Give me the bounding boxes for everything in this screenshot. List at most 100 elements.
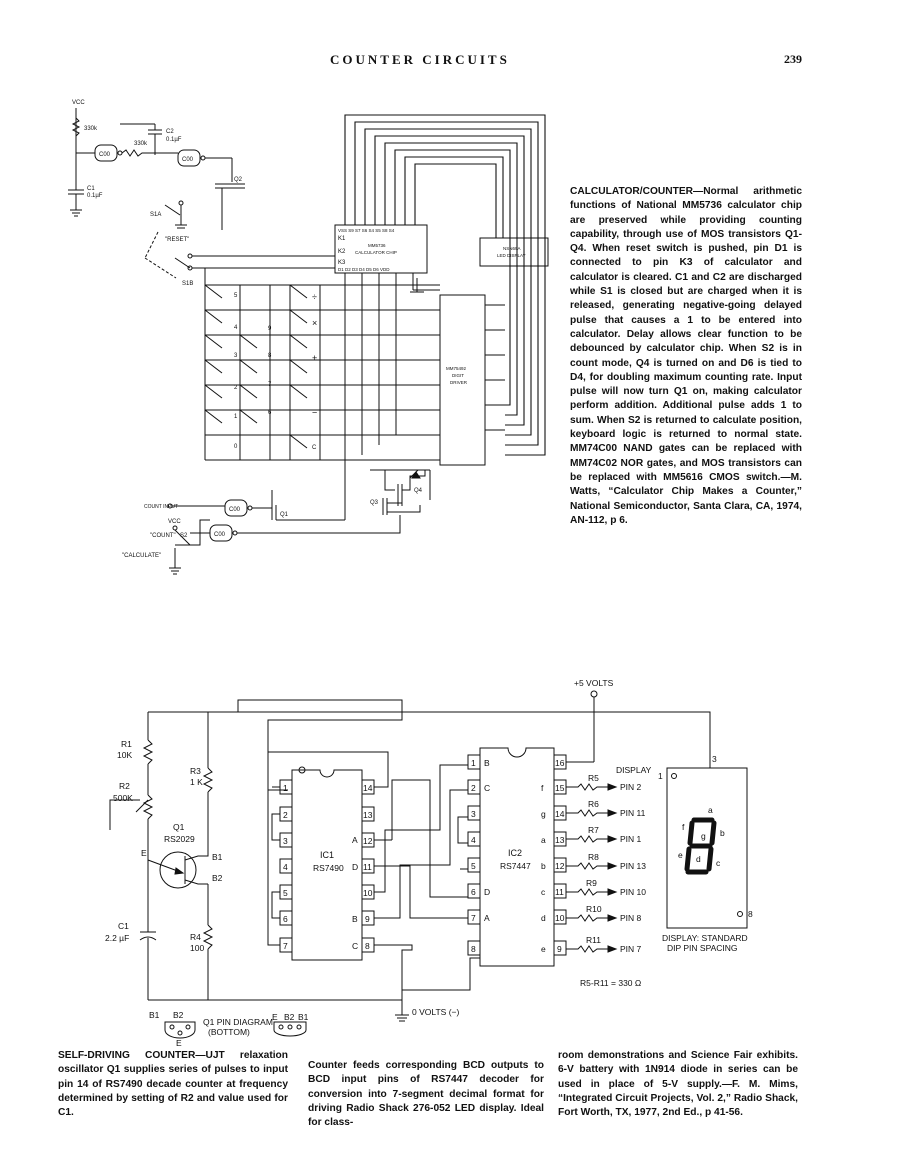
- led-part: NSN69A: [503, 246, 521, 251]
- s1a-label: S1A: [150, 212, 161, 218]
- resistor-label: R9: [586, 878, 597, 888]
- key-label: 8: [268, 353, 272, 359]
- resistor-label: R10: [586, 904, 602, 914]
- reset-label: "RESET": [165, 237, 189, 243]
- ic2-pin: 8: [471, 944, 476, 954]
- display-pin-label: PIN 2: [620, 782, 642, 792]
- pd-e: E: [272, 1012, 278, 1022]
- resistor-value-note: R5-R11 = 330 Ω: [580, 978, 641, 988]
- resistor-330k: [71, 117, 81, 137]
- q2-label: Q2: [234, 177, 243, 183]
- resistor-r1: [142, 739, 154, 765]
- ic1-part: RS7490: [313, 863, 344, 873]
- emitter-label: E: [141, 848, 147, 858]
- ic2-pin: 6: [471, 887, 476, 897]
- ic2-pin: 11: [555, 887, 564, 897]
- gate-label: C00: [214, 532, 226, 538]
- self-driving-caption-col1: SELF-DRIVING COUNTER—UJT relaxation osci…: [58, 1049, 288, 1120]
- nand-gate-4: [209, 524, 233, 542]
- b2-label: B2: [212, 873, 223, 883]
- display-pin-label: PIN 11: [620, 808, 646, 818]
- led-display-box: [479, 237, 549, 267]
- pd-b2: B2: [173, 1010, 184, 1020]
- ic2-out-label: e: [541, 944, 546, 954]
- r2-value: 500K: [113, 793, 133, 803]
- ic1-pin: 10: [363, 888, 373, 898]
- ic1-pin: 12: [363, 836, 373, 846]
- resistor-r2: [142, 794, 154, 820]
- gate-label: C00: [182, 157, 194, 163]
- ic1-pin: 13: [363, 810, 373, 820]
- ic1-pin: 9: [365, 914, 370, 924]
- c1-value: 2.2 µF: [105, 933, 129, 943]
- ic2-in-label: B: [484, 758, 490, 768]
- resistor-label: R11: [586, 935, 601, 945]
- key-label: C: [312, 445, 317, 451]
- key-label: 3: [234, 353, 238, 359]
- b1-label: B1: [212, 852, 223, 862]
- ic1-pin: 7: [283, 941, 288, 951]
- resistor-r3: [202, 767, 214, 793]
- chip-name: MM5736: [368, 243, 386, 248]
- resistor-label: R6: [588, 799, 599, 809]
- ic2-pin: 9: [557, 944, 562, 954]
- self-driving-caption-col3: room demonstrations and Science Fair exh…: [558, 1050, 798, 1119]
- ic1-pin: 6: [283, 914, 288, 924]
- ic2-pin: 1: [471, 758, 476, 768]
- segment-label: e: [678, 850, 683, 860]
- ic1-out-label: D: [352, 862, 358, 872]
- s1b-label: S1B: [182, 281, 193, 287]
- display-pin-3: 3: [712, 754, 717, 764]
- ic2-pin: 10: [555, 913, 565, 923]
- pd-b2: B2: [284, 1012, 295, 1022]
- ic1-pin: 8: [365, 941, 370, 951]
- resistor-label-2: 330k: [134, 141, 148, 147]
- ic2-out-label: a: [541, 835, 546, 845]
- ic2-pin: 2: [471, 783, 476, 793]
- ic1-pin: 5: [283, 888, 288, 898]
- calculator-counter-caption: CALCULATOR/COUNTER—Normal arithmetic fun…: [570, 185, 802, 528]
- display-note-line2: DIP PIN SPACING: [667, 943, 738, 953]
- nand-gate-3: [224, 499, 248, 517]
- c1-value: 0.1µF: [87, 193, 103, 199]
- driver-part: MM75492: [446, 366, 467, 371]
- ujt-q1: [159, 851, 197, 889]
- segment-label: c: [716, 858, 721, 868]
- calculate-switch-label: "CALCULATE": [122, 553, 161, 559]
- key-label: =: [312, 406, 317, 416]
- count-input-label: COUNT INPUT: [144, 504, 178, 510]
- display-pin-label: PIN 13: [620, 861, 646, 871]
- calculator-chip: [334, 224, 428, 274]
- led-label: LED DISPLAY: [497, 253, 526, 258]
- caption-body: UJT relaxation oscillator Q1 supplies se…: [58, 1050, 288, 1119]
- gate-label: C00: [229, 507, 241, 513]
- ic1-pin: 4: [283, 862, 288, 872]
- ic2-pin: 5: [471, 861, 476, 871]
- key-label: 5: [234, 293, 238, 299]
- display-pin-label: PIN 1: [620, 834, 642, 844]
- ic1-out-label: B: [352, 914, 358, 924]
- k1-label: K1: [338, 236, 346, 242]
- key-matrix: [204, 268, 440, 461]
- key-label: 7: [268, 382, 272, 388]
- driver-l2: DRIVER: [450, 380, 468, 385]
- segment-label: b: [720, 828, 725, 838]
- segment-label: a: [708, 805, 713, 815]
- ic2-pin: 12: [555, 861, 565, 871]
- r3-label: R3: [190, 766, 201, 776]
- chip-pins-top: VSS S9 S7 S6 S4 S5 S8 S4: [338, 228, 395, 233]
- r2-label: R2: [119, 781, 130, 791]
- r1-value: 10K: [117, 750, 132, 760]
- c2-value: 0.1µF: [166, 137, 182, 143]
- ic2-in-label: D: [484, 887, 490, 897]
- ic1-pin: 11: [363, 862, 372, 872]
- ic1-pin: 1: [283, 783, 288, 793]
- ic2-pin: 13: [555, 835, 565, 845]
- key-label: ÷: [312, 292, 317, 302]
- output-resistors: [566, 783, 618, 953]
- r3-value: 1 K: [190, 777, 203, 787]
- r4-value: 100: [190, 943, 204, 953]
- ic2-pin: 3: [471, 809, 476, 819]
- key-label: +: [312, 353, 317, 363]
- page-number: 239: [784, 52, 802, 66]
